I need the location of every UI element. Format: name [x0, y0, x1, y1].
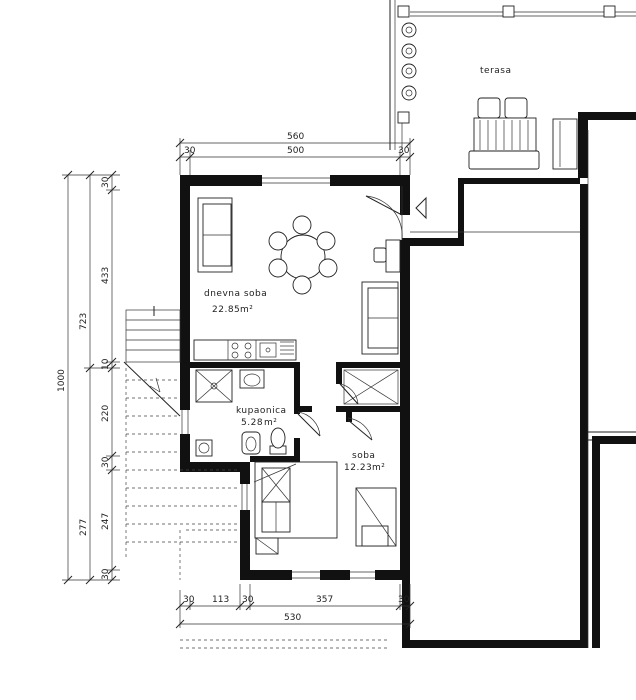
wardrobe [355, 487, 397, 547]
dim-left-seg-2: 433 [101, 267, 111, 284]
interior-walls [190, 362, 400, 468]
plant-icon [401, 22, 417, 101]
dim-left-seg-5: 30 [101, 456, 111, 468]
dim-left-upper: 723 [79, 313, 89, 330]
bedroom-unit: m² [372, 463, 385, 473]
closet [339, 369, 399, 405]
nightstand [255, 537, 279, 555]
dim-top-interior: 500 [287, 146, 304, 156]
dim-left-seg-1: 30 [101, 176, 111, 188]
bathroom-unit: m² [264, 418, 277, 428]
bidet [241, 431, 261, 455]
dim-bottom-wall-2: 30 [242, 595, 254, 605]
dim-bottom-total: 530 [284, 613, 301, 623]
dim-left-seg-6: 247 [101, 513, 111, 530]
terrace-wall [578, 112, 636, 178]
dimension-bottom: 30 113 30 357 30 530 [175, 584, 415, 649]
dim-left-seg-7: 30 [101, 568, 111, 580]
bedroom: soba 12.23 m² [253, 417, 397, 555]
terrace-post [397, 111, 410, 124]
dim-bottom-seg-1: 113 [212, 595, 229, 605]
adjacent-unit [402, 130, 636, 648]
dim-left-total: 1000 [57, 369, 67, 392]
wall [458, 178, 580, 246]
living-room-unit: m² [240, 305, 253, 315]
sofa [361, 281, 399, 355]
terrace-area: terasa [389, 0, 636, 246]
terrace-chair [468, 97, 578, 170]
double-bed [253, 461, 338, 539]
shower [195, 369, 233, 403]
dim-bottom-wall-1: 30 [183, 595, 195, 605]
terrace-label: terasa [480, 66, 512, 76]
dimension-top: 560 30 500 30 [175, 132, 415, 175]
terrace-post [502, 5, 515, 18]
dim-left-seg-4: 220 [101, 405, 111, 422]
stair [123, 306, 240, 580]
washing-machine [195, 439, 213, 457]
dim-top-total: 560 [287, 132, 304, 142]
bathroom-area: 5.28 [241, 418, 263, 428]
dim-top-wall-right: 30 [398, 146, 410, 156]
dim-left-seg-3: 10 [101, 358, 111, 370]
terrace-post [397, 5, 410, 18]
washbasin [239, 369, 265, 389]
terrace-post [603, 5, 616, 18]
exterior-walls [180, 175, 410, 580]
bathroom-name: kupaonica [236, 406, 287, 416]
sofa [197, 197, 233, 273]
dim-top-wall-left: 30 [184, 146, 196, 156]
kitchen-counter [193, 339, 297, 361]
dining-table [268, 215, 338, 295]
dim-left-lower: 277 [79, 519, 89, 536]
living-room: dnevna soba 22.85 m² [193, 186, 427, 361]
desk [373, 239, 401, 273]
bedroom-name: soba [352, 451, 375, 461]
bedroom-area: 12.23 [344, 463, 372, 473]
entry-door [365, 186, 427, 241]
living-room-area: 22.85 [212, 305, 240, 315]
dim-bottom-wall-3: 30 [398, 595, 410, 605]
bathroom: kupaonica 5.28 m² [195, 369, 321, 457]
dimension-left: 1000 723 277 30 433 10 220 30 247 30 [57, 170, 120, 585]
living-room-name: dnevna soba [204, 289, 267, 299]
dim-bottom-seg-2: 357 [316, 595, 333, 605]
toilet [269, 427, 287, 455]
